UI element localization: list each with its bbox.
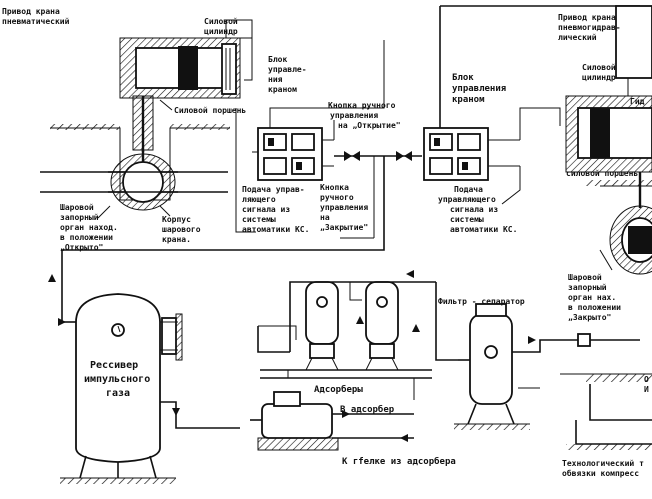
- label-line: Ресcивер: [90, 360, 138, 371]
- label-ball-open: Шаровой запорный орган наход. в положени…: [60, 203, 118, 252]
- label-hydro-fragment: Гид: [630, 97, 645, 106]
- label-line: Блок: [452, 73, 474, 83]
- label-line: цилиндр: [204, 27, 238, 36]
- label-line: ния: [268, 75, 283, 84]
- label-signal-left: Подача управ- ляющего сигнала из системы…: [242, 185, 309, 234]
- label-line: пневмогидрав-: [558, 23, 621, 32]
- label-line: на: [320, 213, 330, 222]
- label-line: управления: [320, 203, 368, 212]
- label-line: пневматический: [2, 17, 70, 26]
- label-line: в положении: [568, 303, 621, 312]
- label-right-edge-fragment: О И: [644, 375, 649, 394]
- label-line: Силовой: [582, 63, 616, 72]
- label-line: сигнала из: [450, 205, 498, 214]
- label-line: О: [644, 375, 649, 384]
- label-line: краном: [452, 95, 485, 105]
- right-control-block: [423, 5, 640, 205]
- label-pneumohydraulic-drive: Привод крана пневмогидрав- лический: [558, 13, 621, 42]
- label-line: газа: [106, 388, 130, 399]
- label-line: шарового: [162, 225, 201, 234]
- label-line: „Закрыто": [568, 313, 611, 322]
- label-line: лический: [558, 33, 597, 42]
- label-line: управляющего: [438, 195, 496, 204]
- label-line: обвязки компресс: [562, 468, 639, 478]
- label-line: Привод крана: [2, 7, 60, 16]
- label-line: Кнопка ручного: [328, 101, 396, 110]
- label-line: Кнопка: [320, 183, 349, 192]
- label-line: Силовой: [204, 17, 238, 26]
- label-line: Шаровой: [568, 273, 602, 282]
- label-button-open: Кнопка ручного управления на „Открытие": [328, 101, 401, 130]
- label-receiver: Ресcивер импульсного газа: [84, 360, 150, 399]
- label-line: Привод крана: [558, 13, 616, 22]
- heater-unit: [250, 391, 414, 451]
- label-tech-piping: Технологический т обвязки компресс: [562, 459, 644, 478]
- label-filter-separator: Фильтр - сепаратор: [438, 297, 525, 306]
- label-valve-body: Корпус шарового крана.: [162, 215, 201, 244]
- label-line: запорный: [60, 213, 99, 222]
- label-to-adsorber: В адсорбер: [340, 404, 395, 415]
- label-line: ручного: [320, 193, 354, 202]
- left-pneumatic-drive: [40, 19, 253, 219]
- label-power-cylinder-left: Силовой цилиндр: [204, 17, 238, 36]
- label-line: орган наx.: [568, 293, 616, 302]
- label-line: системы: [242, 215, 276, 224]
- label-adsorbers: Адсорберы: [314, 384, 363, 395]
- label-ball-closed: Шаровой запорный орган наx. в положении …: [568, 273, 621, 322]
- label-control-block-left: Блок управле- ния краном: [268, 55, 307, 94]
- label-line: автоматики КС.: [450, 225, 517, 234]
- label-line: Корпус: [162, 215, 191, 224]
- label-line: Технологический т: [562, 459, 644, 468]
- label-line: „Закрытие": [320, 223, 368, 232]
- label-line: Блок: [268, 55, 287, 64]
- label-line: Подача управ-: [242, 185, 305, 194]
- label-line: Шаровой: [60, 203, 94, 212]
- label-line: „Открыто": [60, 243, 103, 252]
- label-line: краном: [268, 85, 297, 94]
- adsorbers: [257, 270, 458, 400]
- label-line: в положении: [60, 233, 113, 242]
- label-control-block-right: Блок управления краном: [452, 73, 506, 105]
- left-control-block: [48, 40, 422, 322]
- label-signal-right: Подача управляющего сигнала из системы а…: [438, 185, 517, 234]
- label-line: сигнала из: [242, 205, 290, 214]
- filter-separator: [454, 303, 640, 430]
- label-line: ляющего: [242, 195, 276, 204]
- label-line: цилиндр: [582, 73, 616, 82]
- label-button-close: Кнопка ручного управления на „Закрытие": [320, 183, 368, 232]
- right-pneumohydraulic-drive: [565, 5, 652, 275]
- label-line: автоматики КС.: [242, 225, 309, 234]
- label-line: управления: [452, 84, 506, 94]
- label-line: Подача: [454, 185, 483, 194]
- label-power-cylinder-right: Силовой цилиндр: [582, 63, 616, 82]
- right-pipeline: [560, 373, 652, 450]
- label-pneumatic-drive: Привод крана пневматический: [2, 7, 70, 26]
- label-line: орган наход.: [60, 223, 118, 232]
- label-power-piston-left: Силовой поршень: [174, 106, 246, 115]
- label-line: на „Открытие": [338, 121, 401, 130]
- label-line: системы: [450, 215, 484, 224]
- label-line: управле-: [268, 65, 307, 74]
- label-line: управления: [330, 111, 378, 120]
- label-power-piston-right: силовой поршень: [566, 169, 638, 178]
- label-line: запорный: [568, 283, 607, 292]
- label-line: импульсного: [84, 374, 150, 385]
- label-line: крана.: [162, 235, 191, 244]
- label-from-adsorber-heater: К гfелке из адсорбера: [342, 456, 456, 467]
- receiver-vessel: [58, 293, 240, 484]
- label-line: И: [644, 385, 649, 394]
